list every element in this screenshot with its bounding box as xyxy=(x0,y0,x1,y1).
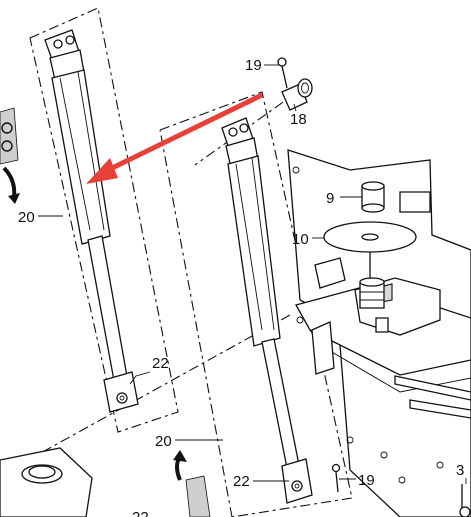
rotation-step-icon-bottom xyxy=(173,450,211,517)
left-strut-dash-frame xyxy=(29,7,179,433)
pin-19-bottom xyxy=(331,463,341,493)
callout-22-left: 22 xyxy=(152,355,169,372)
right-gas-strut xyxy=(221,117,313,504)
left-gas-strut xyxy=(44,29,139,413)
bushing-9 xyxy=(361,181,385,213)
spindle xyxy=(359,252,389,333)
callout-18: 18 xyxy=(290,111,307,128)
bushing-18 xyxy=(281,78,313,111)
callout-3: 3 xyxy=(456,462,464,479)
callout-19-bottom: 19 xyxy=(358,472,375,489)
callout-22-clipped: 22 xyxy=(132,509,149,517)
washer-10 xyxy=(323,221,417,253)
pin-19-top xyxy=(277,57,288,89)
callout-20-left: 20 xyxy=(18,209,35,226)
leader-lines xyxy=(38,64,467,484)
direction-arrow-red xyxy=(86,92,264,184)
callout-9: 9 xyxy=(326,190,334,207)
callout-19-top: 19 xyxy=(245,57,262,74)
bottom-left-hub xyxy=(0,447,93,517)
callout-10: 10 xyxy=(292,231,309,248)
rotation-step-icon-left xyxy=(0,107,20,204)
part-3-end xyxy=(459,484,471,517)
callout-22-bottom: 22 xyxy=(233,473,250,490)
callout-20-bottom: 20 xyxy=(155,433,172,450)
